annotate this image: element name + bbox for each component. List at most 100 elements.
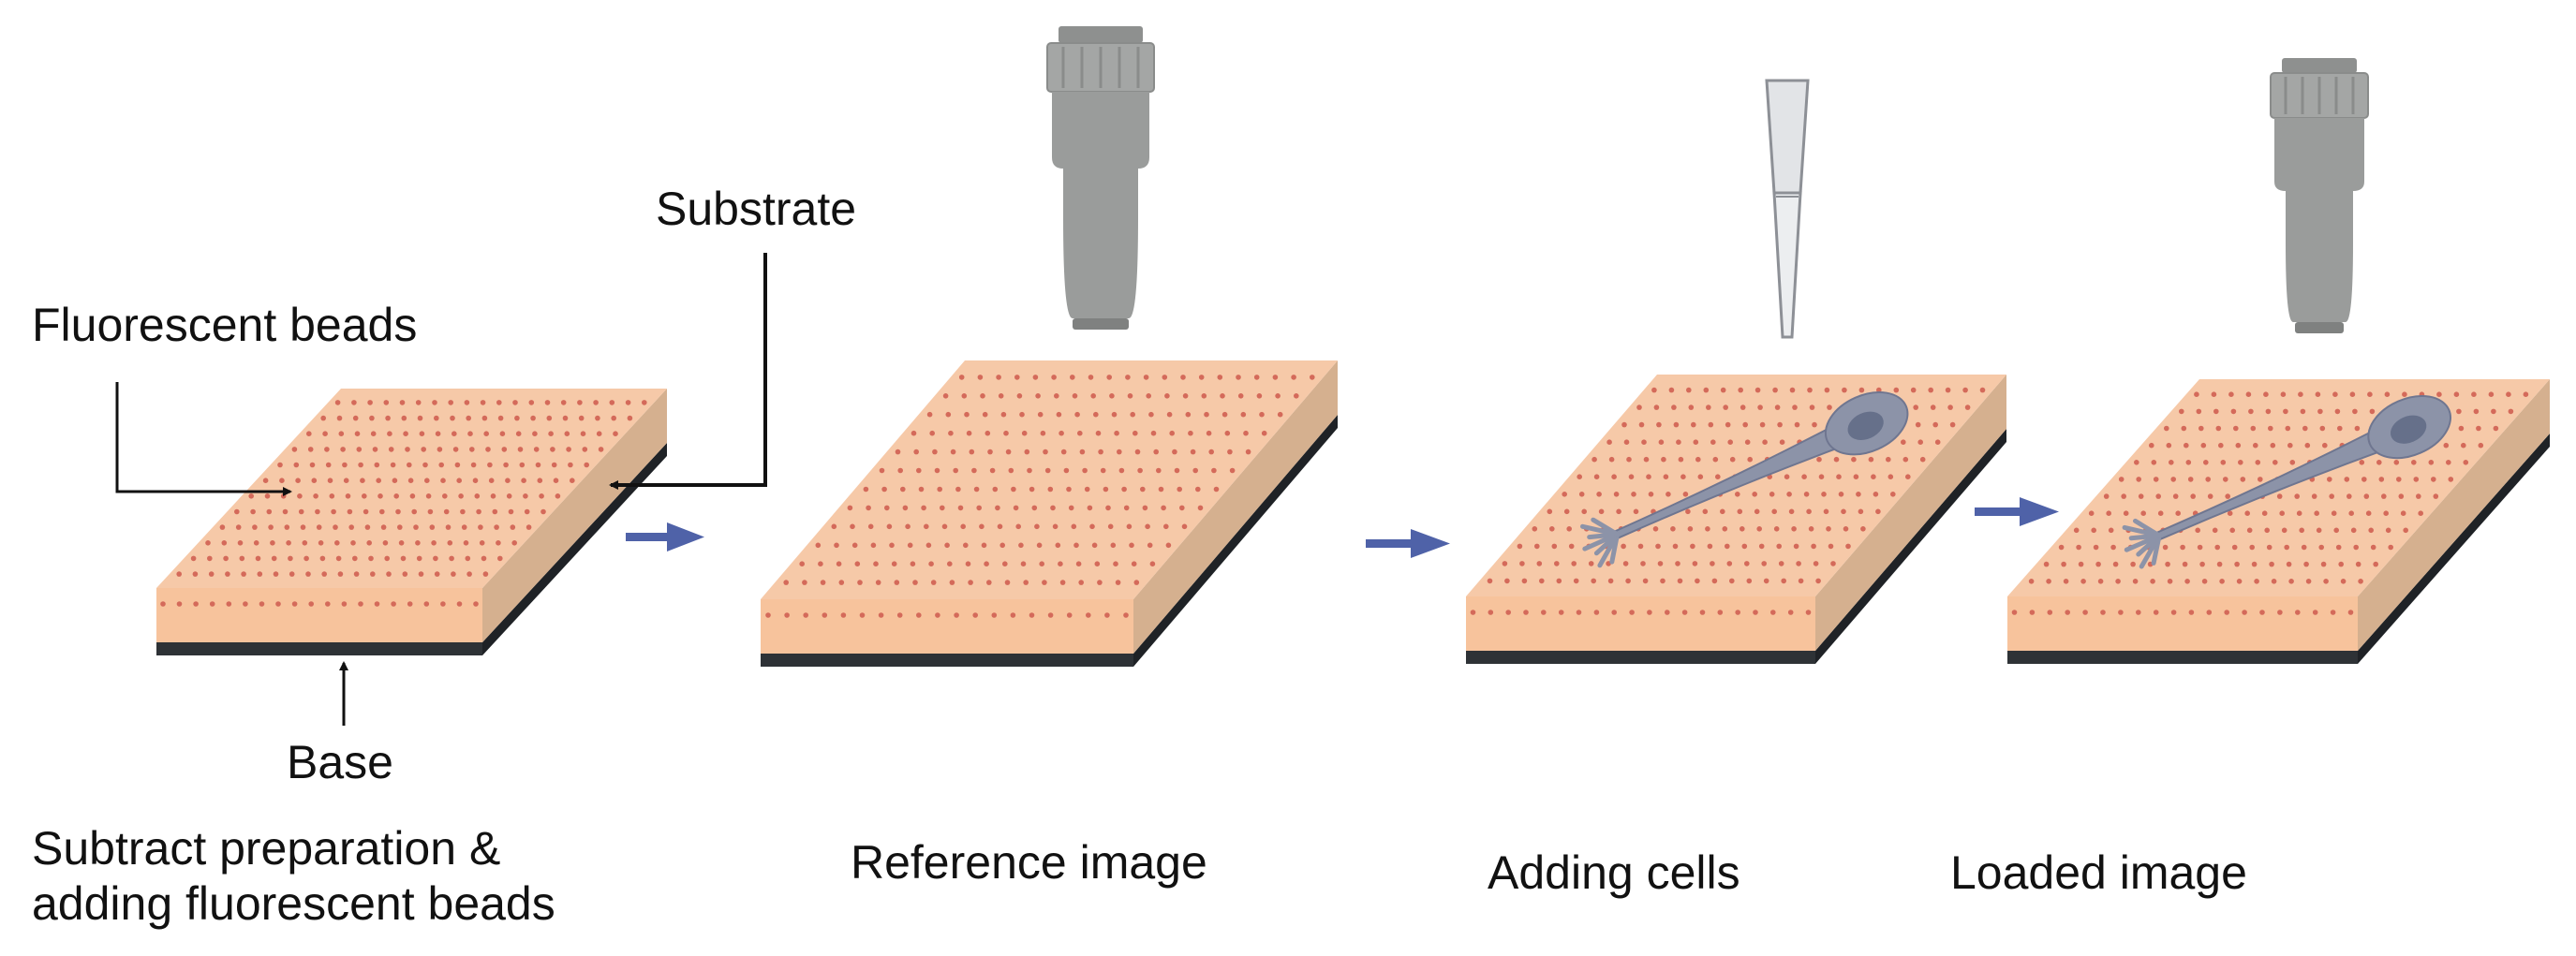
fluorescent-bead	[2251, 561, 2258, 567]
fluorescent-bead	[1275, 393, 1281, 399]
fluorescent-bead	[1221, 411, 1228, 418]
fluorescent-bead	[1156, 467, 1162, 474]
fluorescent-bead	[1029, 612, 1035, 618]
fluorescent-bead	[1117, 449, 1122, 455]
fluorescent-bead	[205, 540, 211, 546]
fluorescent-bead	[1126, 523, 1133, 530]
fluorescent-bead	[1671, 404, 1677, 410]
fluorescent-bead	[1613, 492, 1620, 497]
fluorescent-bead	[2315, 391, 2321, 398]
fluorescent-bead	[2166, 442, 2172, 449]
fluorescent-bead	[2298, 391, 2303, 398]
fluorescent-bead	[298, 508, 304, 515]
fluorescent-bead	[192, 571, 199, 577]
fluorescent-bead	[553, 478, 559, 483]
base-layer	[1466, 651, 1815, 664]
label-fluorescent-beads: Fluorescent beads	[32, 299, 418, 351]
fluorescent-bead	[916, 612, 922, 618]
fluorescent-bead	[1014, 375, 1020, 380]
base-layer-side	[1133, 415, 1338, 667]
fluorescent-bead	[596, 431, 602, 437]
fluorescent-bead	[1240, 411, 1247, 418]
fluorescent-bead	[257, 571, 263, 577]
fluorescent-bead	[568, 462, 573, 468]
caption-reference-image: Reference image	[851, 836, 1207, 889]
fluorescent-bead	[452, 447, 459, 452]
fluorescent-bead	[2206, 610, 2213, 615]
fluorescent-bead	[1591, 456, 1597, 463]
fluorescent-bead	[2300, 408, 2306, 415]
fluorescent-bead	[1685, 508, 1691, 515]
fluorescent-bead	[1845, 543, 1851, 550]
fluorescent-bead	[1039, 561, 1044, 566]
fluorescent-bead	[2316, 527, 2322, 534]
fluorescent-bead	[266, 508, 273, 515]
fluorescent-bead	[1815, 578, 1821, 584]
fluorescent-bead	[1166, 411, 1173, 418]
fluorescent-bead	[1106, 375, 1112, 380]
fluorescent-bead	[492, 508, 498, 515]
fluorescent-bead	[1023, 580, 1029, 585]
fluorescent-bead	[1502, 561, 1508, 566]
fluorescent-bead	[1964, 404, 1971, 410]
fluorescent-bead	[1115, 580, 1121, 585]
fluorescent-bead	[474, 493, 481, 499]
fluorescent-bead	[1917, 439, 1923, 446]
fluorescent-bead	[473, 601, 479, 607]
fluorescent-bead	[1103, 486, 1109, 493]
fluorescent-bead	[1105, 505, 1111, 511]
fluorescent-bead	[2180, 544, 2185, 551]
fluorescent-bead	[2359, 460, 2365, 465]
fluorescent-bead	[2063, 579, 2069, 584]
fluorescent-bead	[1127, 393, 1133, 399]
fluorescent-bead	[2153, 610, 2159, 615]
fluorescent-bead	[1706, 404, 1711, 410]
fluorescent-bead	[370, 571, 376, 577]
fluorescent-bead	[1717, 610, 1724, 615]
fluorescent-bead	[2288, 579, 2294, 584]
fluorescent-bead	[815, 542, 822, 549]
fluorescent-bead	[2169, 460, 2174, 465]
fluorescent-bead	[311, 478, 318, 483]
fluorescent-bead	[1143, 375, 1149, 380]
fluorescent-bead	[1773, 526, 1780, 532]
fluorescent-bead	[1037, 411, 1044, 418]
fluorescent-bead	[1549, 526, 1555, 532]
fluorescent-bead	[485, 447, 491, 452]
fluorescent-bead	[1653, 404, 1660, 410]
fluorescent-bead	[1606, 439, 1612, 446]
fluorescent-bead	[2270, 442, 2276, 449]
fluorescent-bead	[958, 375, 965, 380]
fluorescent-bead	[376, 478, 382, 483]
fluorescent-bead	[1741, 543, 1748, 550]
fluorescent-bead	[1826, 526, 1831, 532]
fluorescent-bead	[2508, 408, 2514, 415]
fluorescent-bead	[1687, 526, 1694, 532]
fluorescent-bead	[1050, 505, 1056, 511]
fluorescent-bead	[440, 601, 446, 607]
fluorescent-bead	[2418, 510, 2423, 516]
fluorescent-bead	[1488, 610, 1494, 615]
fluorescent-bead	[2157, 510, 2164, 516]
fluorescent-bead	[1131, 561, 1137, 566]
fluorescent-bead	[521, 478, 526, 483]
fluorescent-bead	[2471, 391, 2477, 398]
fluorescent-bead	[1004, 580, 1011, 585]
fluorescent-bead	[303, 555, 309, 562]
fluorescent-bead	[1558, 610, 1564, 615]
fluorescent-bead	[1708, 421, 1714, 428]
fluorescent-bead	[2393, 460, 2400, 465]
fluorescent-bead	[1806, 508, 1812, 515]
fluorescent-bead	[2213, 408, 2219, 415]
fluorescent-bead	[1016, 393, 1023, 399]
fluorescent-bead	[932, 449, 938, 455]
fluorescent-bead	[488, 478, 495, 483]
fluorescent-bead	[1744, 439, 1751, 446]
fluorescent-bead	[1077, 430, 1083, 436]
fluorescent-bead	[1177, 486, 1182, 493]
fluorescent-bead	[1670, 526, 1676, 532]
fluorescent-bead	[1104, 612, 1110, 618]
fluorescent-bead	[2236, 579, 2243, 584]
fluorescent-bead	[427, 508, 434, 515]
